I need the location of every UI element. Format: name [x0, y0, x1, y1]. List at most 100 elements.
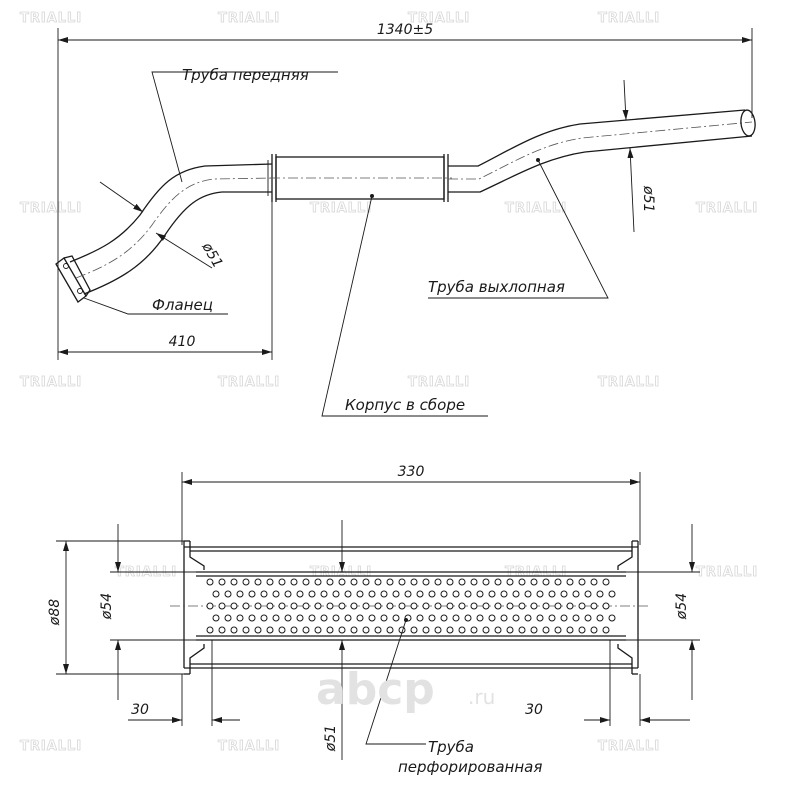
perforation-hole [482, 578, 490, 586]
perforation-hole [386, 626, 394, 634]
perforation-hole [320, 590, 328, 598]
inner-diameter-left: ø54 [99, 593, 115, 620]
perforation-hole [350, 626, 358, 634]
perforation-hole [512, 614, 520, 622]
perforation-hole [434, 602, 442, 610]
perforation-hole [494, 626, 502, 634]
perforation-hole [584, 590, 592, 598]
perforation-hole [362, 578, 370, 586]
perforation-hole [332, 590, 340, 598]
perforation-hole [368, 590, 376, 598]
perforation-hole [458, 626, 466, 634]
trialli-watermark: TRIALLI [20, 201, 82, 216]
perforation-hole [578, 602, 586, 610]
perforation-hole [602, 626, 610, 634]
trialli-watermark: TRIALLI [218, 739, 280, 754]
perforation-hole [578, 626, 586, 634]
perforation-hole [266, 578, 274, 586]
trialli-watermark: TRIALLI [598, 375, 660, 390]
abcp-logo-suffix: .ru [468, 685, 495, 709]
trialli-watermark: TRIALLI [218, 11, 280, 26]
perforation-hole [362, 626, 370, 634]
trialli-watermark: TRIALLI [505, 201, 567, 216]
perforation-hole [416, 590, 424, 598]
perforation-hole [230, 602, 238, 610]
perforation-hole [350, 602, 358, 610]
perforation-hole [458, 602, 466, 610]
perforation-hole [422, 578, 430, 586]
perforation-hole [404, 590, 412, 598]
perforation-hole [356, 614, 364, 622]
perforation-hole [482, 626, 490, 634]
perforation-hole [296, 590, 304, 598]
perforation-hole [254, 626, 262, 634]
perforation-hole [410, 602, 418, 610]
perforation-hole [248, 614, 256, 622]
perforation-hole [344, 614, 352, 622]
perforation-hole [476, 590, 484, 598]
perforation-hole [560, 614, 568, 622]
perforation-hole [338, 578, 346, 586]
perforation-hole [230, 626, 238, 634]
perforation-hole [608, 614, 616, 622]
perforation-hole [578, 578, 586, 586]
perforation-hole [572, 614, 580, 622]
perforation-hole [440, 590, 448, 598]
perforation-hole [530, 626, 538, 634]
perforation-hole [302, 626, 310, 634]
front-pipe-label: Труба передняя [182, 66, 309, 84]
perforation-hole [218, 578, 226, 586]
perforation-hole [218, 626, 226, 634]
perforation-hole [230, 578, 238, 586]
trialli-watermark: TRIALLI [408, 11, 470, 26]
perforation-hole [272, 614, 280, 622]
perforation-hole [266, 626, 274, 634]
perforation-hole [212, 590, 220, 598]
perforation-hole [374, 578, 382, 586]
flange-label: Фланец [152, 296, 213, 314]
perforation-hole [428, 590, 436, 598]
perforation-hole [590, 626, 598, 634]
trialli-watermark: TRIALLI [310, 201, 372, 216]
perforation-hole [398, 602, 406, 610]
exhaust-pipe-label: Труба выхлопная [428, 278, 565, 296]
perforation-hole [236, 590, 244, 598]
perforation-hole [452, 614, 460, 622]
perforation-hole [314, 602, 322, 610]
perforation-hole [434, 578, 442, 586]
perforation-hole [446, 578, 454, 586]
perforation-hole [530, 578, 538, 586]
perforation-hole [536, 590, 544, 598]
perforation-hole [224, 614, 232, 622]
perforation-hole [536, 614, 544, 622]
trialli-watermark: TRIALLI [20, 739, 82, 754]
perforation-hole [560, 590, 568, 598]
perforation-hole [488, 590, 496, 598]
perforation-hole [356, 590, 364, 598]
perforation-hole [320, 614, 328, 622]
perforation-hole [500, 590, 508, 598]
perforation-hole [566, 578, 574, 586]
perforation-hole [314, 626, 322, 634]
perforation-hole [242, 578, 250, 586]
total-length-dimension: 1340±5 [377, 22, 433, 38]
perforation-hole [428, 614, 436, 622]
perforation-hole [542, 578, 550, 586]
perforation-hole [206, 602, 214, 610]
trialli-watermark: TRIALLI [20, 11, 82, 26]
perforation-hole [206, 626, 214, 634]
perforation-hole [422, 602, 430, 610]
perforation-hole [524, 590, 532, 598]
perforation-hole [476, 614, 484, 622]
perforation-hole [572, 590, 580, 598]
perforation-hole [398, 578, 406, 586]
perforation-hole [494, 602, 502, 610]
perforation-hole [464, 590, 472, 598]
perforation-hole [482, 602, 490, 610]
abcp-logo-text: abcp [316, 664, 435, 715]
trialli-watermark: TRIALLI [408, 375, 470, 390]
perforation-hole [338, 602, 346, 610]
perforation-hole [518, 602, 526, 610]
perforation-holes [206, 578, 616, 634]
